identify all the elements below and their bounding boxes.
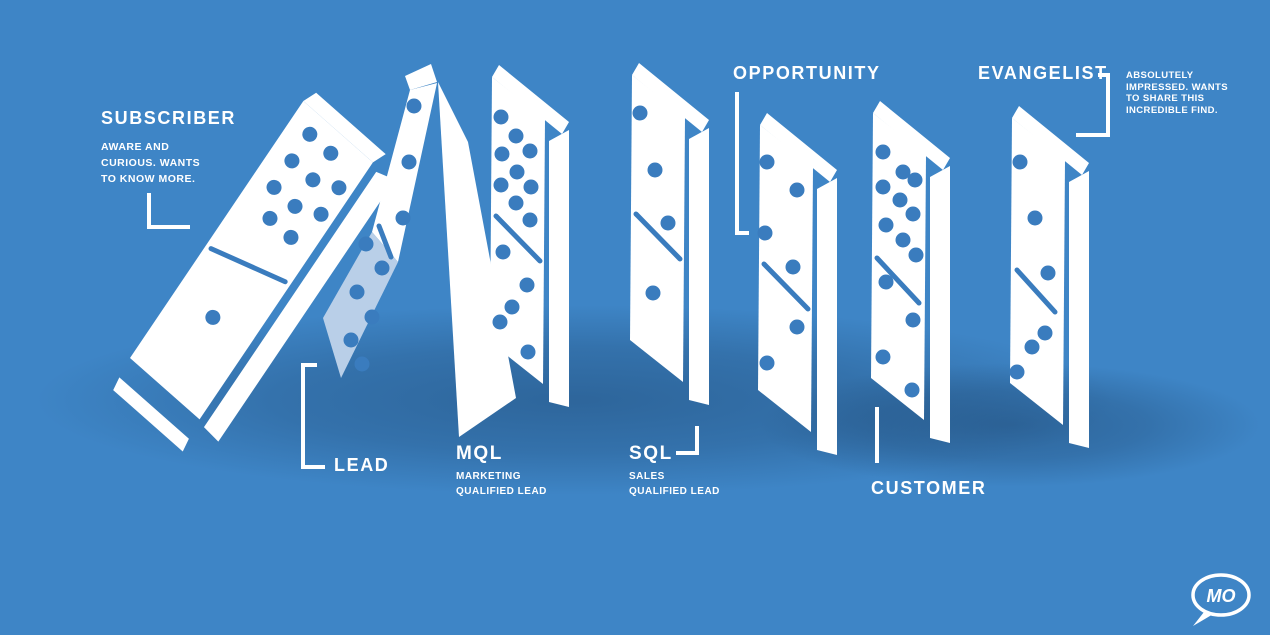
stage-label-lead: LEAD [334,455,390,475]
domino-evangelist [1009,106,1089,448]
stage-description-mql: MARKETING QUALIFIED LEAD [456,471,547,497]
stage-label-evangelist: EVANGELIST [978,63,1108,83]
connector-lead [301,363,325,469]
stage-label-subscriber: SUBSCRIBER [101,108,237,128]
stage-description-subscriber: AWARE AND CURIOUS. WANTS TO KNOW MORE. [101,141,201,185]
domino-customer [871,101,950,443]
domino-mql [490,65,569,407]
connector-subscriber [147,193,190,229]
connector-mql [460,272,474,433]
domino-subscriber [113,92,396,452]
domino-opportunity [757,113,837,455]
logo-text: MO [1207,586,1236,606]
stage-label-sql: SQL [629,443,673,464]
connector-opportunity [735,92,749,235]
domino-lead [323,64,516,437]
ground-shadow-right [760,363,1260,487]
stage-description-sql: SALES QUALIFIED LEAD [629,471,720,497]
domino-sql [630,63,709,405]
connector-evangelist [1076,73,1110,137]
logo-icon: MO [1191,573,1251,626]
stage-label-opportunity: OPPORTUNITY [733,63,881,83]
stage-label-customer: CUSTOMER [871,478,987,498]
connector-sql [676,426,699,455]
stage-label-mql: MQL [456,443,504,464]
stage-description-evangelist: ABSOLUTELY IMPRESSED. WANTS TO SHARE THI… [1126,70,1228,116]
